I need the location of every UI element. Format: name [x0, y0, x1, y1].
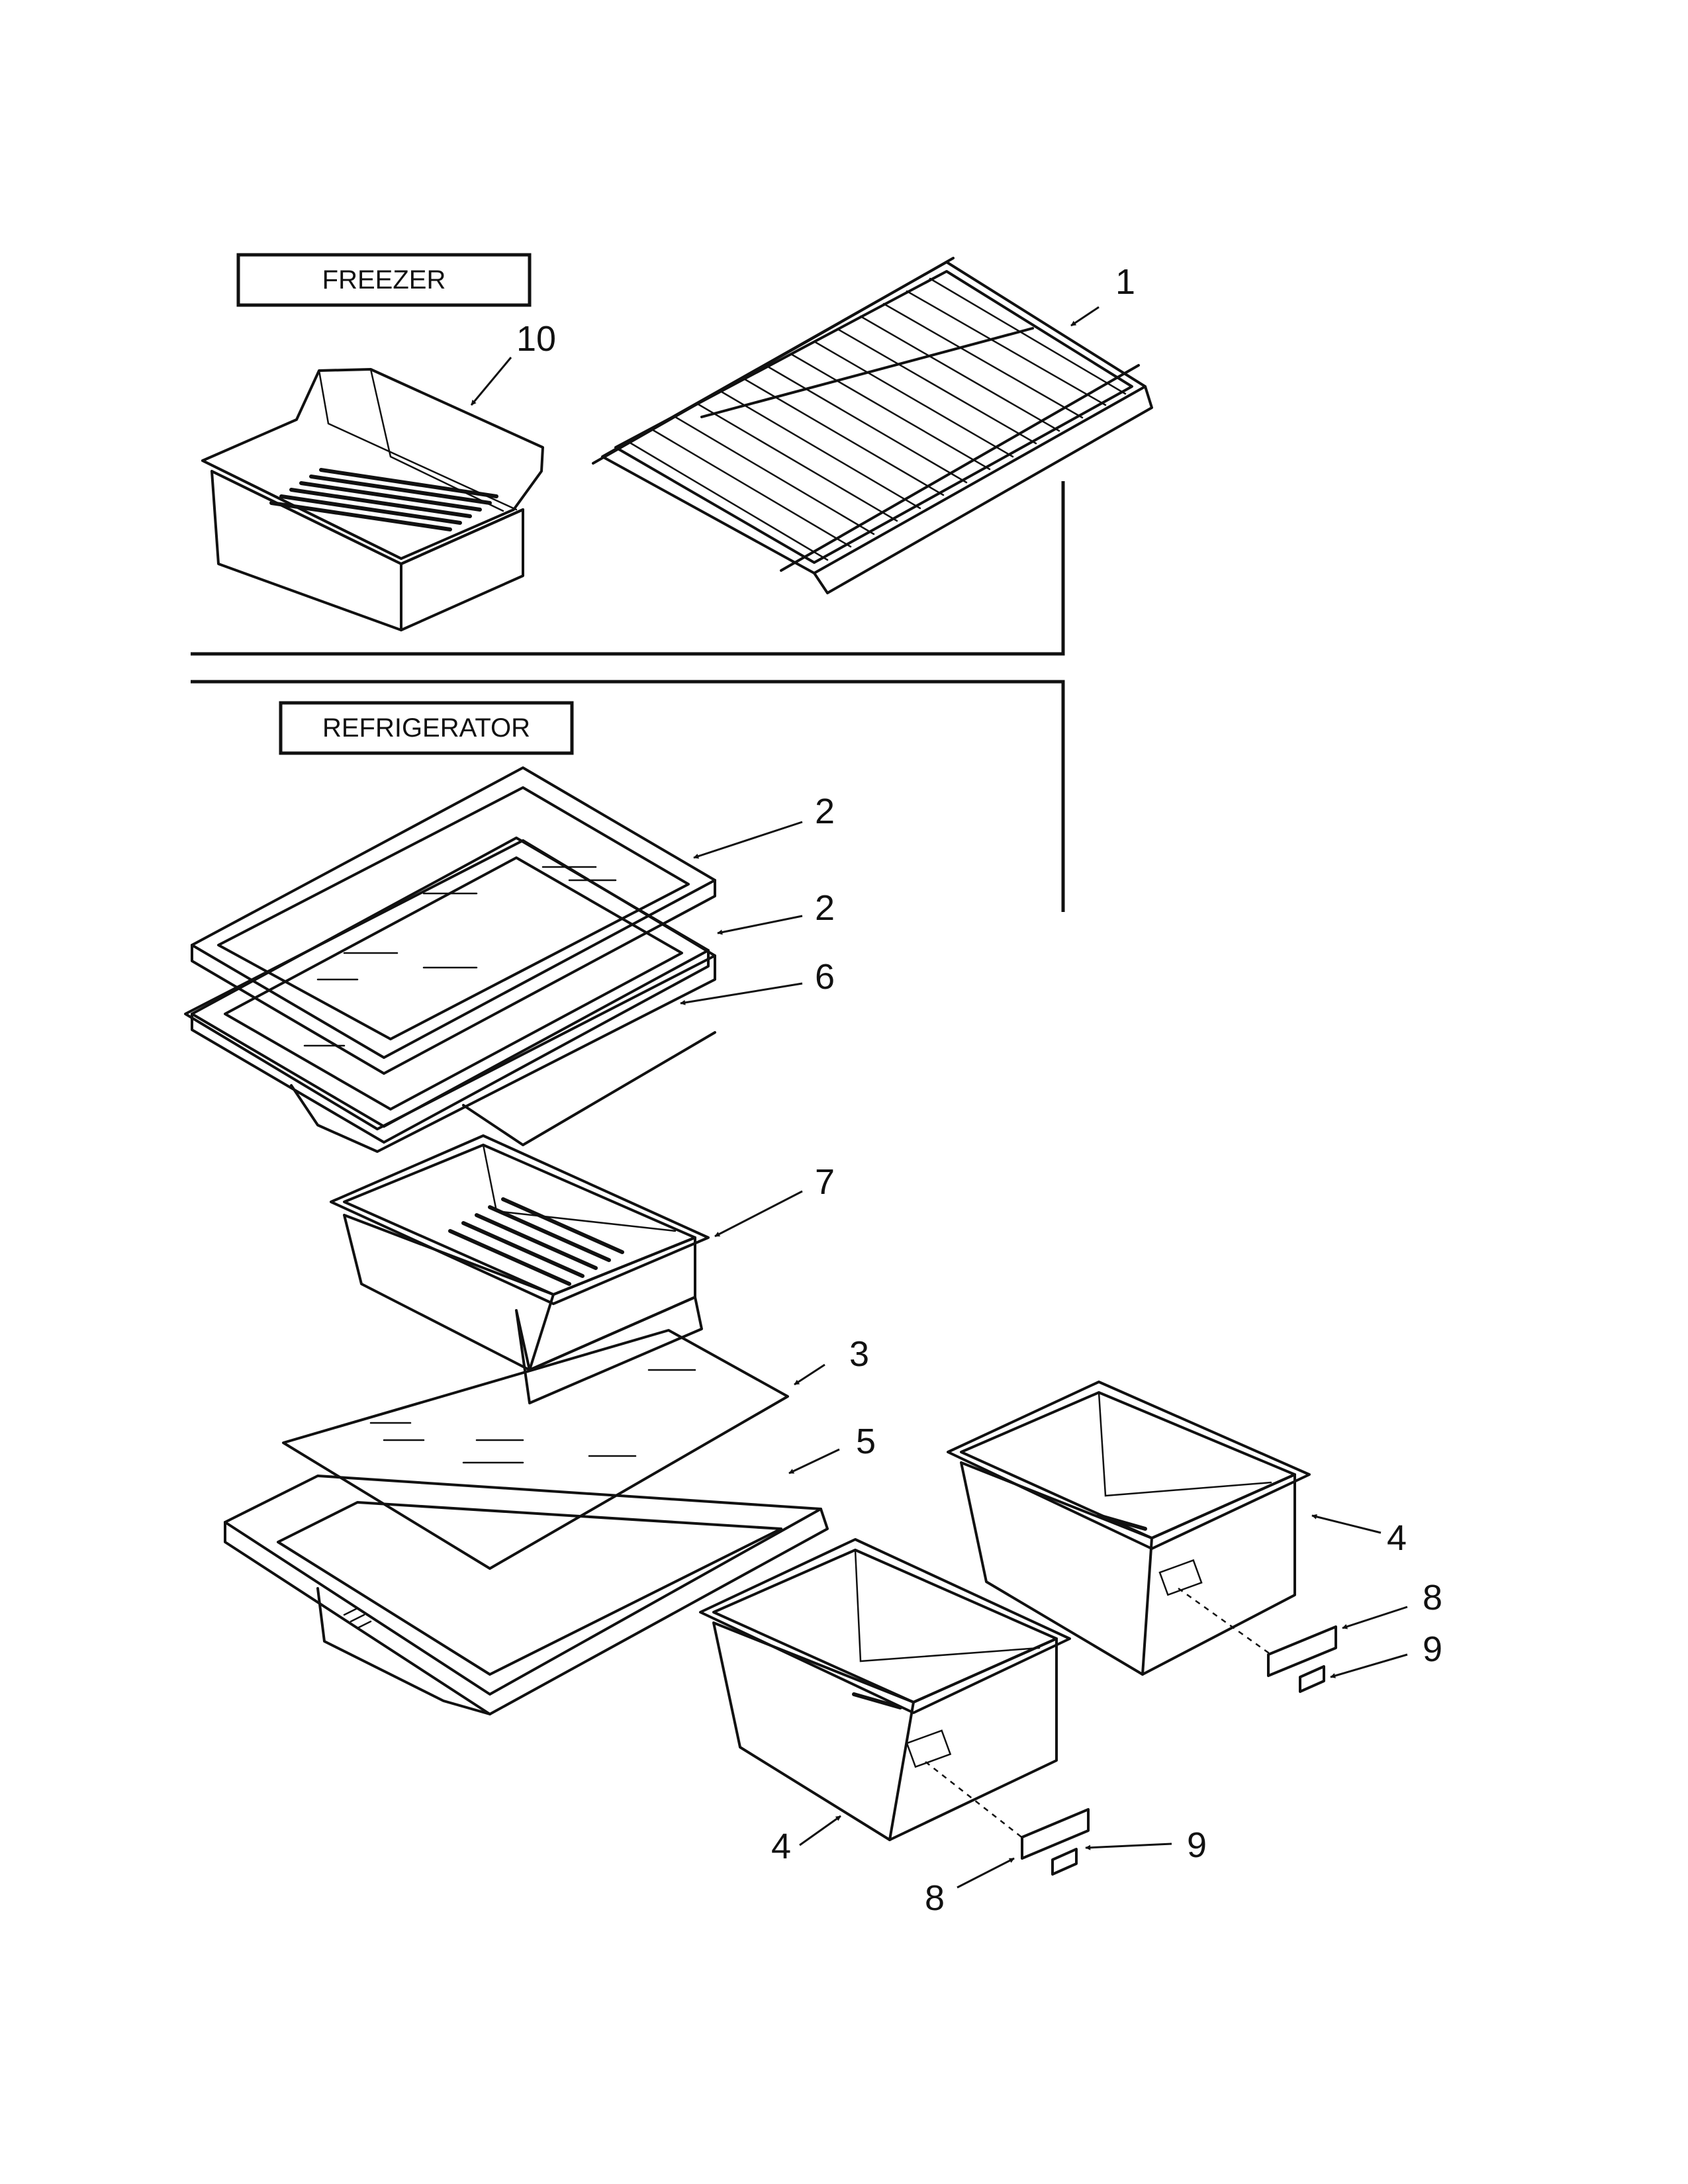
refrigerator-label-box: REFRIGERATOR	[279, 701, 574, 755]
part-8-slide-right	[1267, 1625, 1337, 1677]
section-dividers	[191, 481, 1065, 912]
callout-3: 3	[849, 1334, 869, 1374]
callout-7: 7	[815, 1162, 835, 1202]
callout-4-right: 4	[1387, 1518, 1407, 1558]
callout-6: 6	[815, 957, 835, 997]
part-4-crisper-drawer-right	[947, 1381, 1311, 1676]
callout-leaders	[470, 306, 1408, 1889]
part-6-crisper-frame	[184, 839, 716, 1153]
callout-4-left: 4	[771, 1827, 791, 1866]
part-1-wire-shelf	[592, 257, 1153, 594]
callout-2-upper: 2	[815, 792, 835, 831]
part-3-glass-cover	[282, 1329, 789, 1570]
callout-8-left: 8	[925, 1878, 945, 1918]
part-9-pin-left	[1051, 1848, 1078, 1876]
part-2-upper-shelf	[191, 766, 716, 1075]
callout-9-right: 9	[1423, 1629, 1442, 1669]
wire-bars	[628, 277, 1127, 561]
basket-ribs	[269, 468, 498, 531]
callout-8-right: 8	[1423, 1578, 1442, 1617]
callout-1: 1	[1115, 262, 1135, 302]
part-10-freezer-basket	[201, 368, 544, 631]
assembly-line-right	[1178, 1587, 1272, 1656]
freezer-label-box: FREEZER	[236, 253, 532, 307]
part-5-crisper-frame	[224, 1475, 829, 1715]
part-8-slide-left	[1021, 1808, 1090, 1860]
callout-10: 10	[516, 319, 556, 359]
part-9-pin-right	[1299, 1665, 1325, 1693]
part-4-crisper-drawer-left	[699, 1538, 1071, 1841]
part-2-lower-shelf	[191, 837, 710, 1144]
callout-numbers: 1 10 2 2 6 7 3 5 4 8 9 4 8 9	[516, 262, 1442, 1918]
callout-9-left: 9	[1187, 1825, 1207, 1865]
pan-ribs	[448, 1197, 624, 1286]
refrigerator-label: REFRIGERATOR	[322, 713, 530, 743]
part-7-meat-pan	[330, 1134, 710, 1404]
callout-2-lower: 2	[815, 888, 835, 928]
callout-5: 5	[856, 1422, 876, 1461]
freezer-label: FREEZER	[322, 265, 446, 295]
